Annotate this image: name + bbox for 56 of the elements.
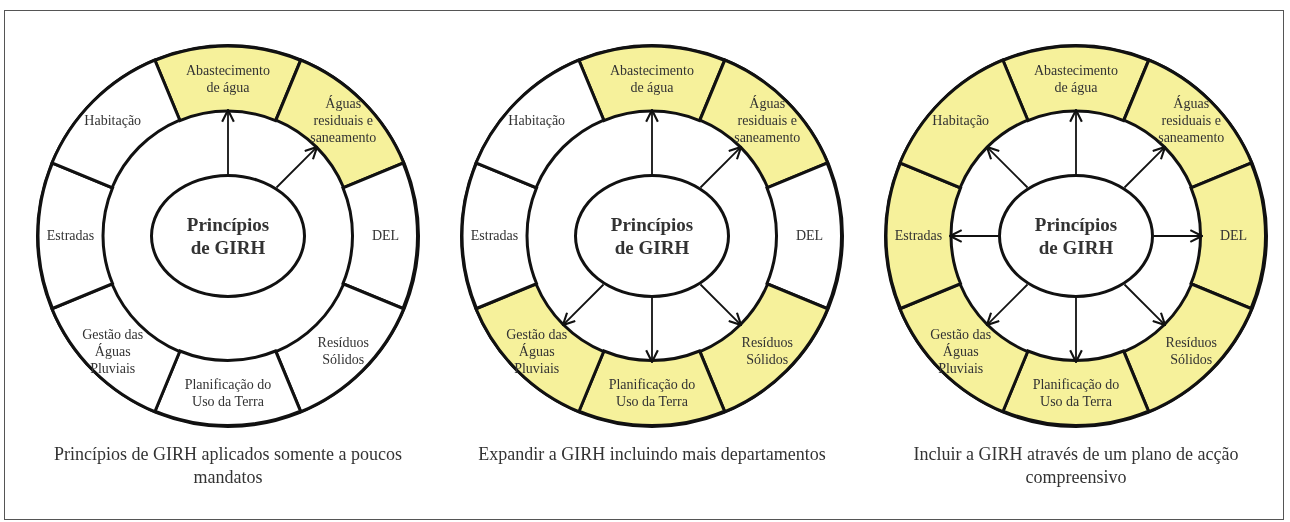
segment-label: Habitação: [507, 112, 567, 130]
segment-label: Planificação do Uso da Terra: [608, 376, 696, 411]
arrow: [699, 145, 743, 189]
segment-label: Abastecimento de água: [609, 61, 695, 96]
segment-label: Habitação: [83, 112, 143, 130]
ring-segment: [900, 60, 1029, 189]
arrow: [1123, 145, 1167, 189]
center-circle: Princípios de GIRH: [574, 174, 730, 298]
segment-label: DEL: [794, 227, 825, 245]
arrow: [985, 145, 1029, 189]
segment-label: Habitação: [931, 112, 991, 130]
arrow: [985, 283, 1029, 327]
ring-segment: [476, 60, 605, 189]
caption: Expandir a GIRH incluindo mais departamentos: [477, 443, 827, 466]
segment-label: Gestão das Águas Pluviais: [81, 325, 145, 377]
arrow: [699, 283, 743, 327]
ring-segment: [886, 163, 961, 309]
segment-label: Abastecimento de água: [1033, 61, 1119, 96]
arrow: [275, 145, 319, 189]
ring-segment: [767, 163, 842, 309]
ring-segment: [699, 283, 828, 412]
center-circle: Princípios de GIRH: [998, 174, 1154, 298]
arrow: [645, 297, 659, 364]
arrow: [1069, 108, 1083, 175]
ring-segment: [1191, 163, 1266, 309]
segment-label: Estradas: [469, 227, 520, 245]
segment-label: DEL: [1218, 227, 1249, 245]
segment-label: Planificação do Uso da Terra: [184, 376, 272, 411]
arrow: [561, 283, 605, 327]
segment-label: Abastecimento de água: [185, 61, 271, 96]
arrow: [645, 108, 659, 175]
segment-label: Águas residuais e saneamento: [1157, 95, 1226, 147]
segment-label: Estradas: [893, 227, 944, 245]
arrow: [1123, 283, 1167, 327]
ring-segment: [52, 60, 181, 189]
ring-segment: [462, 163, 537, 309]
center-circle: Princípios de GIRH: [150, 174, 306, 298]
segment-label: Águas residuais e saneamento: [733, 95, 802, 147]
segment-label: Resíduos Sólidos: [316, 334, 370, 369]
segment-label: DEL: [370, 227, 401, 245]
segment-label: Águas residuais e saneamento: [309, 95, 378, 147]
arrow: [1153, 229, 1204, 243]
segment-label: Gestão das Águas Pluviais: [929, 325, 993, 377]
segment-label: Resíduos Sólidos: [1164, 334, 1218, 369]
caption: Princípios de GIRH aplicados somente a poucos mandatos: [53, 443, 403, 489]
ring-segment: [38, 163, 113, 309]
caption: Incluir a GIRH através de um plano de acção compreensivo: [912, 443, 1240, 489]
ring-segment: [275, 283, 404, 412]
arrow: [221, 108, 235, 175]
arrow: [1069, 297, 1083, 364]
segment-label: Resíduos Sólidos: [740, 334, 794, 369]
segment-label: Planificação do Uso da Terra: [1032, 376, 1120, 411]
ring-segment: [343, 163, 418, 309]
ring-segment: [1123, 283, 1252, 412]
arrow: [948, 229, 999, 243]
segment-label: Estradas: [45, 227, 96, 245]
